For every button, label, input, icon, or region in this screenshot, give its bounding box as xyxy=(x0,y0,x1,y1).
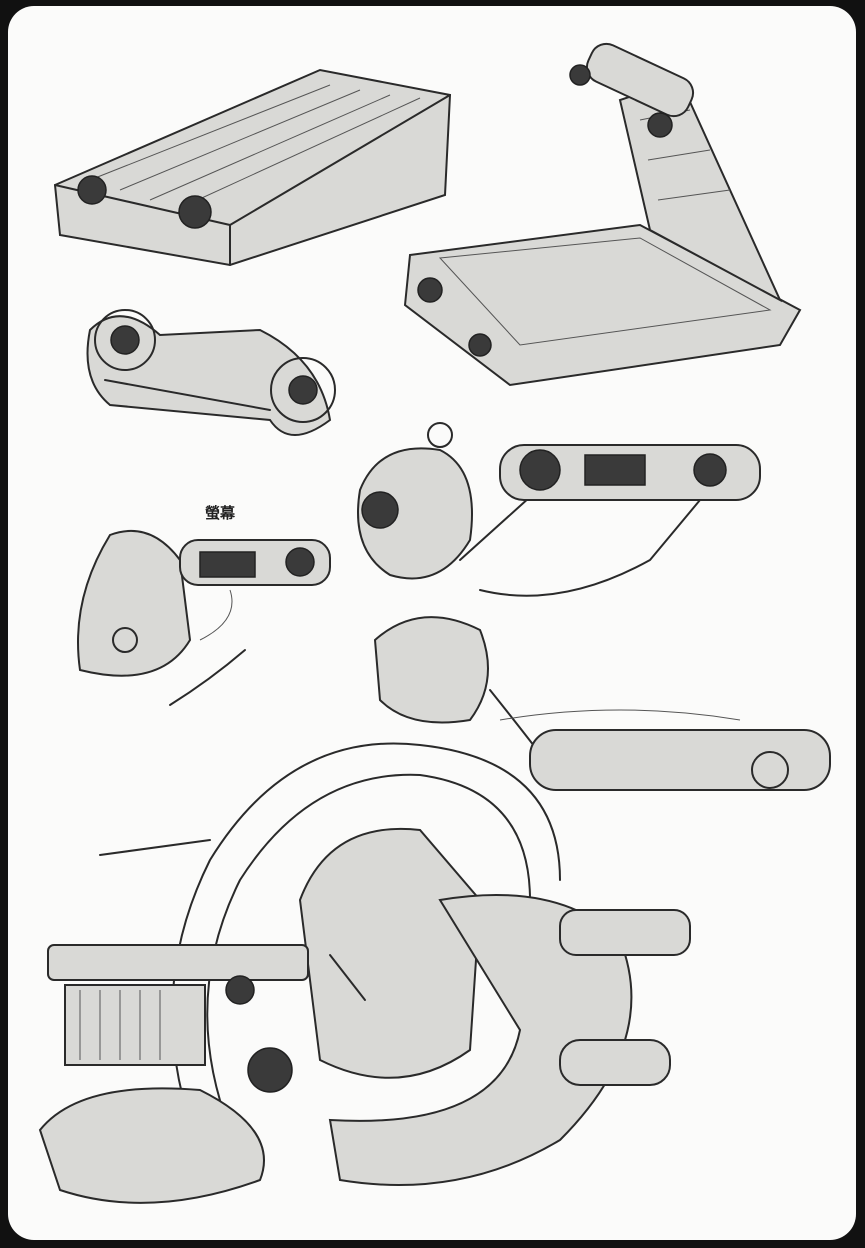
wrist-device-sketch xyxy=(77,529,331,706)
concept-sketches xyxy=(38,42,831,1204)
open-case-sketch xyxy=(403,42,802,387)
screen-annotation-label: 螢幕 xyxy=(205,504,236,522)
closed-case-sketch xyxy=(53,68,452,267)
helmet-arm-sketch-1 xyxy=(357,422,761,597)
handle-sketch xyxy=(86,309,336,436)
helmet-arm-sketch-2 xyxy=(373,616,831,791)
sketch-sheet: 螢幕 xyxy=(8,6,856,1240)
wheel-vehicle-sketch xyxy=(38,742,691,1204)
